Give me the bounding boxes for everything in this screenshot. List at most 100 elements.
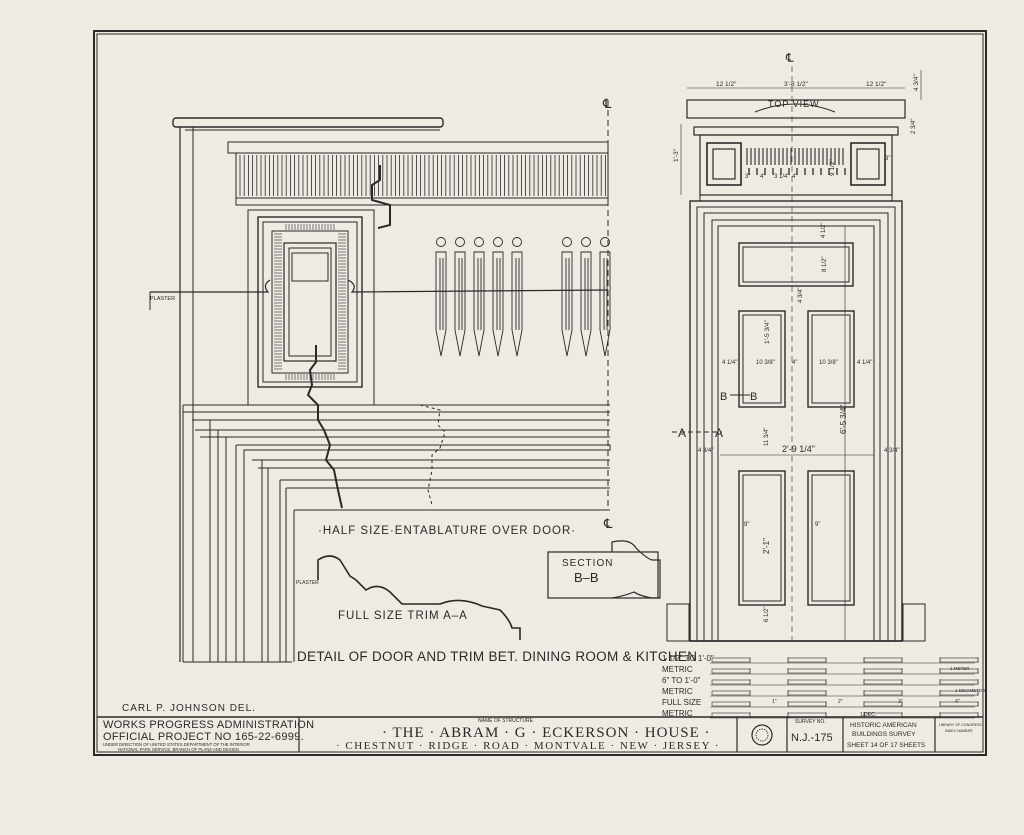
entablature-title: ·HALF SIZE·ENTABLATURE OVER DOOR· bbox=[318, 525, 576, 537]
section-label-bb: B–B bbox=[574, 570, 599, 585]
drop-pendant bbox=[435, 251, 447, 357]
frieze-drops bbox=[435, 237, 611, 357]
delineator: CARL P. JOHNSON DEL. bbox=[122, 703, 256, 714]
centerline-mark-bottom: ℄ bbox=[603, 516, 613, 531]
survey-caption: SURVEY NO. bbox=[795, 719, 826, 725]
structure-name: · THE · ABRAM · G · ECKERSON · HOUSE · bbox=[382, 725, 711, 741]
dim-tv-right: 12 1/2" bbox=[866, 81, 887, 88]
trim-title: FULL SIZE TRIM A–A bbox=[338, 610, 468, 622]
dim-ent-inner-4b: 4" bbox=[792, 174, 797, 180]
dim-low-panel-h: 2'-1" bbox=[762, 538, 771, 554]
scale-unit-meter: 1 METER bbox=[950, 666, 970, 671]
loc-line-2: INDEX NUMBER bbox=[945, 729, 973, 733]
wpa-line-2: OFFICIAL PROJECT NO 165-22-6999. bbox=[103, 731, 304, 743]
dim-stile-r: 4 1/4" bbox=[857, 360, 872, 366]
frieze-fluting bbox=[239, 155, 606, 196]
drop-ornament bbox=[562, 237, 572, 247]
wpa-line-3: UNDER DIRECTION OF UNITED STATES DEPARTM… bbox=[103, 742, 250, 747]
inner-border bbox=[96, 33, 984, 753]
section-label: SECTION bbox=[562, 558, 613, 569]
dim-trim-r: 4 3/4" bbox=[884, 448, 899, 454]
drop-pendant bbox=[561, 251, 573, 357]
graphic-scales: 1 1/2" TO 1'-0" METRIC 6" TO 1'-0" METRI… bbox=[662, 654, 986, 719]
dim-ent-top-right: 2 3/4" bbox=[911, 119, 917, 134]
dim-mullion: 4" bbox=[792, 360, 797, 366]
scale-unit-decimeter: 1 DECIMETER bbox=[955, 688, 986, 693]
dim-door-height: 6'-5 3/4" bbox=[839, 405, 848, 434]
dim-ent-inner-left: 3" bbox=[745, 174, 750, 180]
drop-ornament bbox=[600, 237, 610, 247]
dim-ent-height: 1'-3" bbox=[673, 148, 680, 162]
drop-pendant bbox=[492, 251, 504, 357]
dim-tv-left: 12 1/2" bbox=[716, 81, 737, 88]
centerline-mark-left: ℄ bbox=[602, 96, 612, 111]
scale-label-3: 6" TO 1'-0" bbox=[662, 676, 701, 685]
drop-pendant bbox=[454, 251, 466, 357]
trim-aa-profile: PLASTER bbox=[296, 555, 521, 640]
dim-low-panel-w: 9" bbox=[744, 522, 749, 528]
centerline-mark-top: ℄ bbox=[785, 51, 794, 65]
scale-label-4: METRIC bbox=[662, 687, 693, 696]
dim-mid-panel-w: 10 3/8" bbox=[756, 360, 775, 366]
drop-ornament bbox=[474, 237, 484, 247]
scale-tick-1in: 1" bbox=[772, 699, 777, 705]
dim-rail-2: 4 3/4" bbox=[798, 288, 804, 303]
dim-tv-center: 3'-8 1/2" bbox=[784, 81, 808, 88]
dim-stile-l: 4 1/4" bbox=[722, 360, 737, 366]
dim-top-overall: 4 3/4" bbox=[913, 74, 920, 91]
scale-tick-2in: 2" bbox=[838, 699, 843, 705]
scale-label-5: FULL SIZE bbox=[662, 698, 701, 707]
section-a-right: A bbox=[715, 426, 723, 440]
dim-door-top-rail: 4 1/2" bbox=[821, 223, 827, 238]
top-view-label: TOP VIEW bbox=[768, 99, 820, 109]
wpa-line-1: WORKS PROGRESS ADMINISTRATION bbox=[103, 719, 314, 731]
scale-label-6: METRIC bbox=[662, 709, 693, 718]
drop-ornament bbox=[581, 237, 591, 247]
corner-block-hatching bbox=[274, 224, 346, 380]
dim-top-panel-h: 8 1/2" bbox=[822, 257, 828, 272]
drop-ornament bbox=[512, 237, 522, 247]
scale-label-2: METRIC bbox=[662, 665, 693, 674]
entablature-detail: ℄ ℄ PLASTER bbox=[149, 96, 613, 663]
dim-lock-rail: 11 3/4" bbox=[764, 428, 770, 446]
dim-mid-panel-w2: 10 3/8" bbox=[819, 360, 838, 366]
dim-bottom-rail: 6 1/2" bbox=[764, 607, 770, 622]
nps-seal bbox=[751, 724, 773, 746]
survey-number: N.J.-175 bbox=[791, 732, 833, 744]
plaster-label: PLASTER bbox=[150, 296, 175, 302]
detail-title: DETAIL OF DOOR AND TRIM BET. DINING ROOM… bbox=[297, 649, 697, 664]
wpa-line-4: NATIONAL PARK SERVICE, BRANCH OF PLANS A… bbox=[118, 747, 239, 752]
drop-pendant bbox=[511, 251, 523, 357]
sheet-number: SHEET 14 OF 17 SHEETS bbox=[847, 742, 926, 749]
dim-ent-inner-4a: 4" bbox=[760, 174, 765, 180]
section-bb-detail: SECTION B–B bbox=[547, 540, 661, 599]
habs-line-1: HISTORIC AMERICAN bbox=[850, 722, 917, 729]
drop-pendant bbox=[580, 251, 592, 357]
dim-door-width: 2'-9 1/4" bbox=[782, 444, 815, 454]
scale-tick-3in: 3" bbox=[898, 699, 903, 705]
plaster-label-small: PLASTER bbox=[296, 580, 319, 586]
section-a-left: A bbox=[678, 426, 686, 440]
dim-ent-inner-right: 3" bbox=[885, 156, 890, 162]
outer-border bbox=[93, 30, 987, 756]
dim-low-panel-w2: 9" bbox=[815, 522, 820, 528]
section-b-right: B bbox=[750, 391, 757, 403]
scale-unit-cm: 1 DEC. bbox=[860, 712, 876, 718]
dim-trim-l: 4 3/4" bbox=[698, 448, 713, 454]
door-elevation: TOP VIEW ℄ A A bbox=[666, 51, 926, 642]
drop-ornament bbox=[436, 237, 446, 247]
drop-pendant bbox=[473, 251, 485, 357]
habs-line-2: BUILDINGS SURVEY bbox=[852, 731, 916, 738]
section-b-left: B bbox=[720, 391, 727, 403]
dim-ent-inner-mid: 3 1/4" bbox=[774, 174, 789, 180]
scale-tick-4in: 4" bbox=[955, 699, 960, 705]
drop-ornament bbox=[455, 237, 465, 247]
loc-line-1: LIBRARY OF CONGRESS bbox=[939, 723, 982, 727]
dim-ent-mid: 9 1/2" bbox=[829, 159, 836, 176]
scale-bars bbox=[710, 657, 979, 719]
drop-ornament bbox=[493, 237, 503, 247]
structure-location: · CHESTNUT · RIDGE · ROAD · MONTVALE · N… bbox=[336, 740, 720, 752]
structure-name-caption: NAME OF STRUCTURE bbox=[478, 718, 534, 724]
title-block: WORKS PROGRESS ADMINISTRATION OFFICIAL P… bbox=[97, 716, 983, 752]
